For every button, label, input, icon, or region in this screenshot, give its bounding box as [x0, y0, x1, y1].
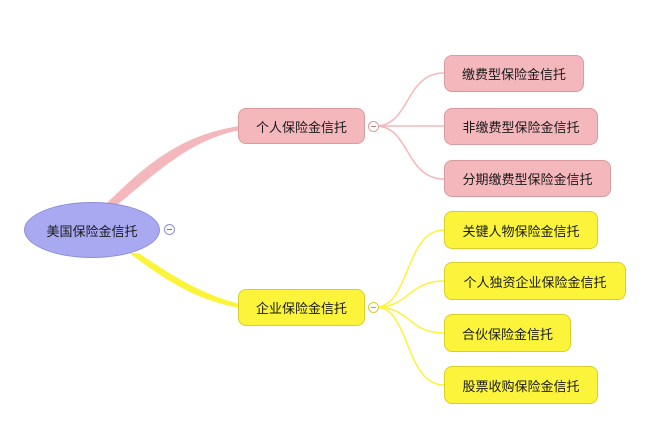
root-collapse-toggle[interactable] — [164, 224, 175, 235]
child-label: 缴费型保险金信托 — [461, 68, 566, 83]
child-node[interactable]: 股票收购保险金信托 — [444, 366, 598, 404]
connector-branch-2-child-4 — [375, 306, 445, 386]
child-label: 关键人物保险金信托 — [462, 224, 580, 240]
connector-root-branch-1 — [106, 126, 240, 204]
branch-corporate-insurance-trust[interactable]: 企业保险金信托 — [238, 289, 365, 326]
connector-branch-2-child-3 — [375, 306, 445, 334]
branch-personal-insurance-trust[interactable]: 个人保险金信托 — [238, 108, 365, 144]
child-node[interactable]: 分期缴费型保险金信托 — [444, 160, 611, 197]
root-topic[interactable]: 美国保险金信托 — [24, 202, 160, 258]
child-node[interactable]: 合伙保险金信托 — [444, 314, 571, 352]
child-node[interactable]: 个人独资企业保险金信托 — [444, 262, 626, 300]
connector-branch-1-child-3 — [375, 125, 445, 180]
child-node[interactable]: 非缴费型保险金信托 — [444, 108, 598, 145]
branch-label: 企业保险金信托 — [255, 302, 347, 317]
branch-1-collapse-toggle[interactable] — [368, 121, 379, 132]
connector-root-branch-2 — [128, 252, 240, 308]
connector-branch-1-child-1 — [375, 72, 445, 127]
child-label: 股票收购保险金信托 — [462, 379, 580, 395]
child-label: 合伙保险金信托 — [461, 327, 553, 343]
connector-branch-2-child-2 — [375, 280, 445, 308]
connector-branch-2-child-1 — [375, 229, 445, 308]
root-topic-label: 美国保险金信托 — [46, 224, 138, 240]
child-node[interactable]: 关键人物保险金信托 — [444, 211, 598, 249]
child-label: 个人独资企业保险金信托 — [463, 275, 607, 291]
child-label: 非缴费型保险金信托 — [462, 121, 580, 136]
branch-label: 个人保险金信托 — [255, 120, 347, 136]
child-label: 分期缴费型保险金信托 — [462, 173, 593, 188]
branch-2-collapse-toggle[interactable] — [368, 302, 379, 313]
child-node[interactable]: 缴费型保险金信托 — [444, 55, 584, 92]
